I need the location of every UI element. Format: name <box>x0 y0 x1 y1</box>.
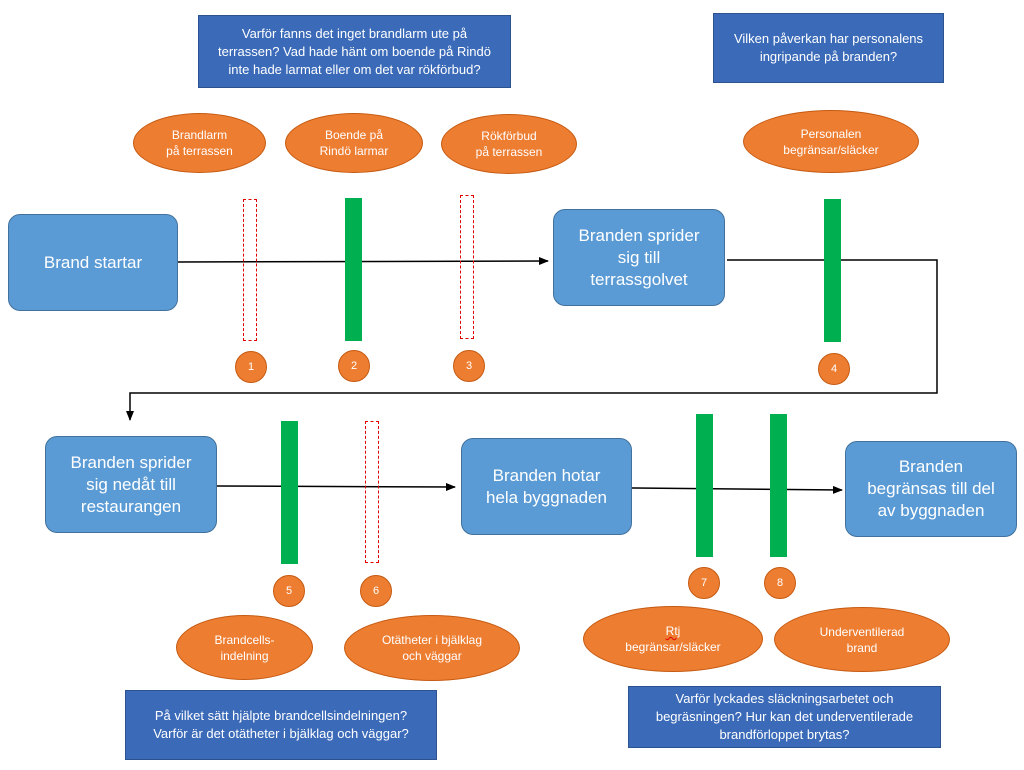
event-box-threat-building: Branden hotar hela byggnaden <box>461 438 632 535</box>
oval-personalen: Personalen begränsar/släcker <box>743 110 919 173</box>
event-box-limited: Branden begränsas till del av byggnaden <box>845 441 1017 537</box>
arrow-2 <box>126 259 938 421</box>
arrow-3 <box>216 482 456 491</box>
oval-underventilerad: Underventilerad brand <box>774 607 950 672</box>
number-badge-1: 1 <box>235 351 267 383</box>
oval-boende-larmar: Boende på Rindö larmar <box>285 113 423 173</box>
barrier-effective-5 <box>281 421 298 564</box>
oval-brandlarm: Brandlarm på terrassen <box>133 113 266 173</box>
question-box-4: Varför lyckades släckningsarbetet och be… <box>628 686 941 748</box>
number-badge-4: 4 <box>818 353 850 385</box>
number-badge-5: 5 <box>273 575 305 607</box>
oval-rokforbud: Rökförbud på terrassen <box>441 114 577 174</box>
event-box-spread-restaurant: Branden sprider sig nedåt till restauran… <box>45 436 217 533</box>
barrier-effective-7 <box>696 414 713 557</box>
event-box-spread-terrace: Branden sprider sig till terrassgolvet <box>553 209 725 306</box>
arrow-4 <box>631 485 843 494</box>
number-badge-8: 8 <box>764 567 796 599</box>
barrier-failed-1 <box>243 199 257 341</box>
question-box-2: Vilken påverkan har personalens ingripan… <box>713 13 944 83</box>
oval-rtj-sublabel: begränsar/släcker <box>625 640 721 654</box>
oval-brandcellsindelning: Brandcells- indelning <box>176 615 313 680</box>
oval-otatheter: Otätheter i bjälklag och väggar <box>344 615 520 681</box>
barrier-effective-4 <box>824 199 841 342</box>
number-badge-2: 2 <box>338 350 370 382</box>
question-box-1: Varför fanns det inget brandlarm ute på … <box>198 15 511 88</box>
number-badge-7: 7 <box>688 567 720 599</box>
number-badge-6: 6 <box>360 575 392 607</box>
number-badge-3: 3 <box>453 350 485 382</box>
arrow-1 <box>177 257 549 266</box>
barrier-failed-6 <box>365 421 379 563</box>
oval-rtj: Rtj begränsar/släcker <box>583 606 763 672</box>
event-box-brand-startar: Brand startar <box>8 214 178 311</box>
barrier-failed-3 <box>460 195 474 339</box>
barrier-effective-2 <box>345 198 362 341</box>
oval-rtj-label: Rtj <box>665 624 681 638</box>
question-box-3: På vilket sätt hjälpte brandcellsindelni… <box>125 690 437 760</box>
barrier-effective-8 <box>770 414 787 557</box>
